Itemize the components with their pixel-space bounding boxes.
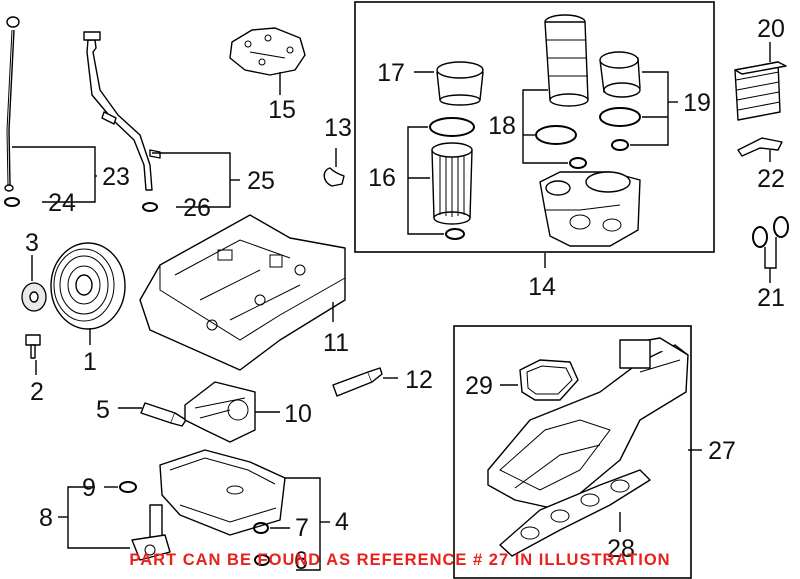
- callout-1: 1: [83, 348, 97, 376]
- callout-15: 15: [268, 96, 296, 124]
- oil-filter-housing-group-frame: [354, 1, 715, 253]
- leader-4: [285, 477, 321, 571]
- o-ring-18-a: [535, 125, 577, 145]
- callout-12: 12: [405, 366, 433, 394]
- callout-6: 6: [294, 547, 308, 575]
- leader-19: [630, 71, 669, 146]
- filter-housing-14: [539, 171, 641, 247]
- hose-clip-13: [323, 167, 345, 187]
- callout-9: 9: [82, 474, 96, 502]
- intake-manifold-group-frame: [453, 325, 692, 579]
- cover-gasket-15: [229, 27, 306, 76]
- callout-21: 21: [757, 284, 785, 312]
- reference-notice: PART CAN BE FOUND AS REFERENCE # 27 IN I…: [129, 551, 671, 569]
- callout-14: 14: [528, 273, 556, 301]
- oil-cooler-20: [734, 61, 787, 121]
- crank-pulley-1: [50, 242, 126, 330]
- callout-4: 4: [335, 508, 349, 536]
- o-ring-16-bottom: [445, 228, 465, 240]
- callout-19: 19: [683, 89, 711, 117]
- baffle-10: [184, 381, 256, 443]
- o-ring-19-b: [611, 139, 629, 151]
- sealant-tube-5: [140, 402, 187, 427]
- filter-cap-17: [436, 61, 484, 106]
- seal-21-a: [752, 226, 768, 248]
- heat-exchanger-cartridge-18: [544, 14, 589, 107]
- callout-23: 23: [102, 163, 130, 191]
- oil-filter-element-16: [431, 142, 473, 225]
- o-ring-9: [119, 481, 137, 493]
- o-ring-6: [254, 554, 270, 566]
- callout-10: 10: [284, 400, 312, 428]
- sealant-tube-12: [332, 367, 383, 397]
- thermostat-19: [599, 51, 641, 98]
- callout-24: 24: [48, 189, 76, 217]
- dipstick-tube: [83, 31, 161, 191]
- callout-28: 28: [607, 535, 635, 563]
- o-ring-24: [4, 197, 20, 207]
- oil-level-sensor-8: [131, 504, 171, 561]
- callout-8: 8: [39, 504, 53, 532]
- callout-29: 29: [465, 372, 493, 400]
- callout-5: 5: [96, 396, 110, 424]
- o-ring-19-a: [599, 107, 641, 127]
- oil-pan-upper-11: [139, 214, 346, 371]
- oil-pan-lower-4: [159, 449, 286, 536]
- dipstick-left: [4, 16, 20, 192]
- callout-27: 27: [708, 437, 736, 465]
- leader-18: [522, 89, 568, 164]
- callout-3: 3: [25, 229, 39, 257]
- callout-7: 7: [295, 514, 309, 542]
- o-ring-18-b: [569, 157, 587, 169]
- leader-16: [407, 126, 444, 235]
- o-ring-7: [253, 522, 269, 534]
- leader-23-24: [12, 146, 96, 203]
- callout-22: 22: [757, 165, 785, 193]
- gasket-29: [519, 359, 579, 401]
- callout-16: 16: [368, 164, 396, 192]
- washer-3: [21, 282, 47, 312]
- o-ring-26: [142, 202, 158, 212]
- callout-11: 11: [323, 329, 349, 357]
- callout-17: 17: [377, 59, 405, 87]
- o-ring-16-top: [429, 117, 475, 137]
- callout-13: 13: [324, 114, 352, 142]
- leader-8-9: [67, 486, 130, 549]
- callout-25: 25: [247, 167, 275, 195]
- callout-18: 18: [488, 112, 516, 140]
- seal-21-b: [773, 216, 789, 238]
- callout-20: 20: [757, 15, 785, 43]
- intake-manifold-27: [487, 337, 689, 511]
- callout-26: 26: [183, 194, 211, 222]
- gasket-28: [499, 469, 651, 557]
- callout-2: 2: [30, 378, 44, 406]
- bolt-2: [25, 334, 41, 359]
- cooler-gasket-22: [737, 137, 783, 157]
